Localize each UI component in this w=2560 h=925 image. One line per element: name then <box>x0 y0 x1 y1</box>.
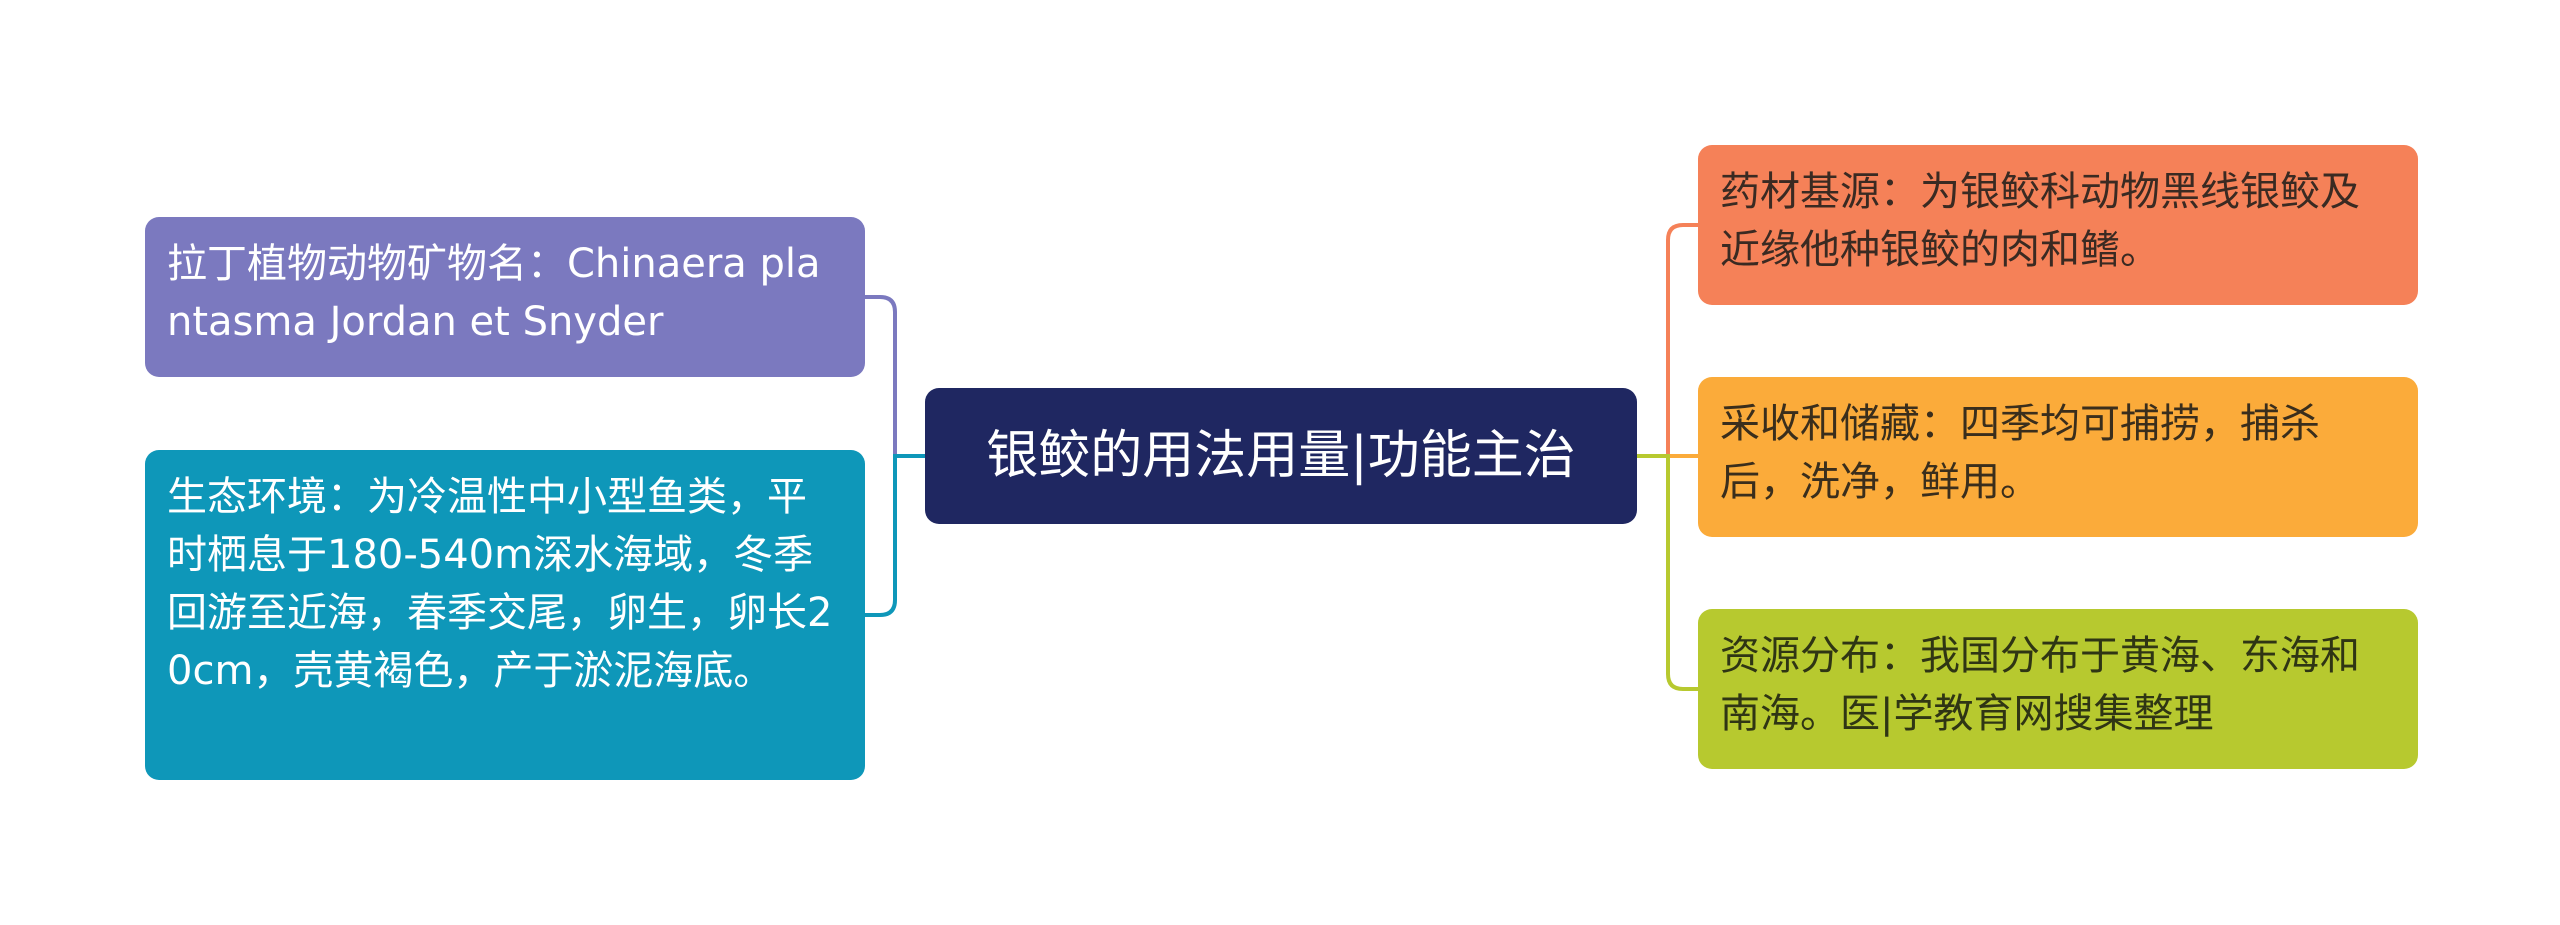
branch-ecology[interactable]: 生态环境：为冷温性中小型鱼类，平时栖息于180-540m深水海域，冬季回游至近海… <box>145 450 865 780</box>
central-topic[interactable]: 银鲛的用法用量|功能主治 <box>925 388 1637 524</box>
branch-medicinal-source[interactable]: 药材基源：为银鲛科动物黑线银鲛及近缘他种银鲛的肉和鳍。 <box>1698 145 2418 305</box>
branch-latin-name[interactable]: 拉丁植物动物矿物名：Chinaera plantasma Jordan et S… <box>145 217 865 377</box>
connector-distribution <box>1637 454 1698 691</box>
connector-latin <box>865 295 925 458</box>
connector-eco <box>865 454 925 617</box>
connector-source <box>1637 223 1698 458</box>
branch-distribution[interactable]: 资源分布：我国分布于黄海、东海和南海。医|学教育网搜集整理 <box>1698 609 2418 769</box>
branch-harvest-storage[interactable]: 采收和储藏：四季均可捕捞，捕杀后，洗净，鲜用。 <box>1698 377 2418 537</box>
